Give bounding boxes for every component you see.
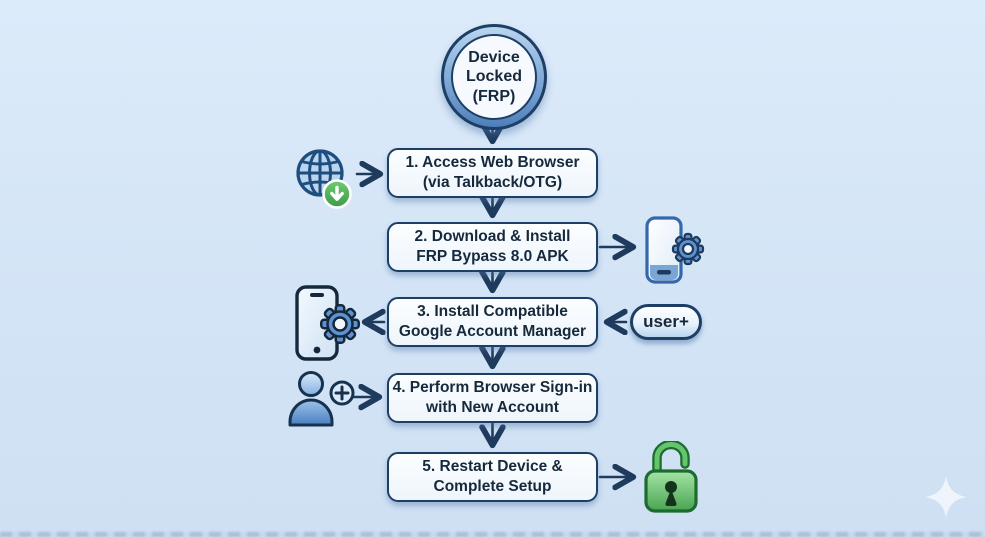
step-5-box: 5. Restart Device & Complete Setup xyxy=(387,452,598,502)
start-node-label: Device Locked (FRP) xyxy=(465,48,522,105)
user-plus-badge: user+ xyxy=(630,304,702,340)
step-4-box: 4. Perform Browser Sign-in with New Acco… xyxy=(387,373,598,423)
step-1-box: 1. Access Web Browser (via Talkback/OTG) xyxy=(387,148,598,198)
step-3-box: 3. Install Compatible Google Account Man… xyxy=(387,297,598,347)
user-plus-label: user+ xyxy=(643,312,689,331)
bottom-edge-artifact xyxy=(0,532,985,537)
step-3-label: 3. Install Compatible Google Account Man… xyxy=(398,303,587,340)
step-1-label: 1. Access Web Browser (via Talkback/OTG) xyxy=(405,154,580,191)
start-node-device-locked: Device Locked (FRP) xyxy=(441,24,547,130)
step-2-label: 2. Download & Install FRP Bypass 8.0 APK xyxy=(414,228,571,265)
step-2-box: 2. Download & Install FRP Bypass 8.0 APK xyxy=(387,222,598,272)
step-4-label: 4. Perform Browser Sign-in with New Acco… xyxy=(392,379,593,416)
start-node-inner: Device Locked (FRP) xyxy=(451,34,537,120)
step-5-label: 5. Restart Device & Complete Setup xyxy=(422,458,563,495)
